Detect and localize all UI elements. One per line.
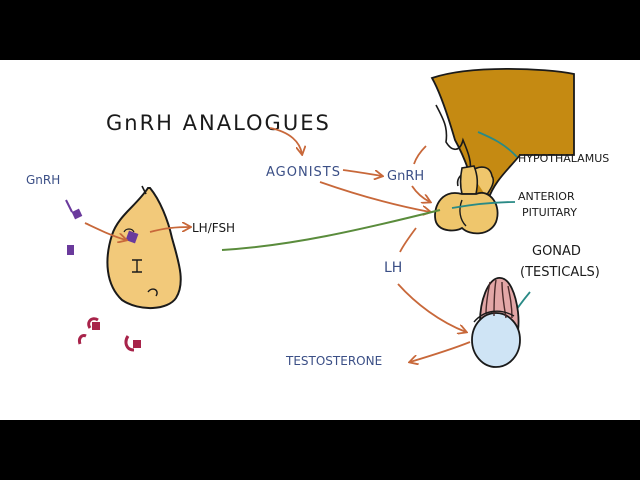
pituitary-label: PITUITARY <box>522 206 577 219</box>
receptor-free-1 <box>67 245 74 255</box>
testosterone-label: TESTOSTERONE <box>285 354 382 368</box>
lh-fsh-label: LH/FSH <box>192 221 235 235</box>
connector-line <box>221 209 441 251</box>
red-receptor-1 <box>92 322 100 330</box>
receptor-bound-ligand <box>71 208 83 220</box>
diagram-canvas: GnRH ANALOGUES <box>0 60 640 420</box>
gonad-label: GONAD <box>532 244 581 259</box>
red-receptor-2 <box>133 340 141 348</box>
anterior-label: ANTERIOR <box>518 190 575 203</box>
hypothalamus-label: HYPOTHALAMUS <box>518 152 609 165</box>
agonists-label: AGONISTS <box>266 165 341 180</box>
gnrh-right-label: GnRH <box>387 169 424 184</box>
testis <box>471 277 521 368</box>
lh-label: LH <box>384 260 402 276</box>
hypothalamus-shape <box>430 67 575 207</box>
pituitary-cell <box>106 185 182 310</box>
gnrh-left-label: GnRH <box>26 173 60 187</box>
diagram-svg: GnRH ANALOGUES <box>26 67 609 368</box>
diagram-title: GnRH ANALOGUES <box>106 111 331 135</box>
pituitary-shape <box>434 191 499 235</box>
receptor-cell-surface <box>125 230 139 244</box>
testicals-label: (TESTICALS) <box>520 265 600 280</box>
